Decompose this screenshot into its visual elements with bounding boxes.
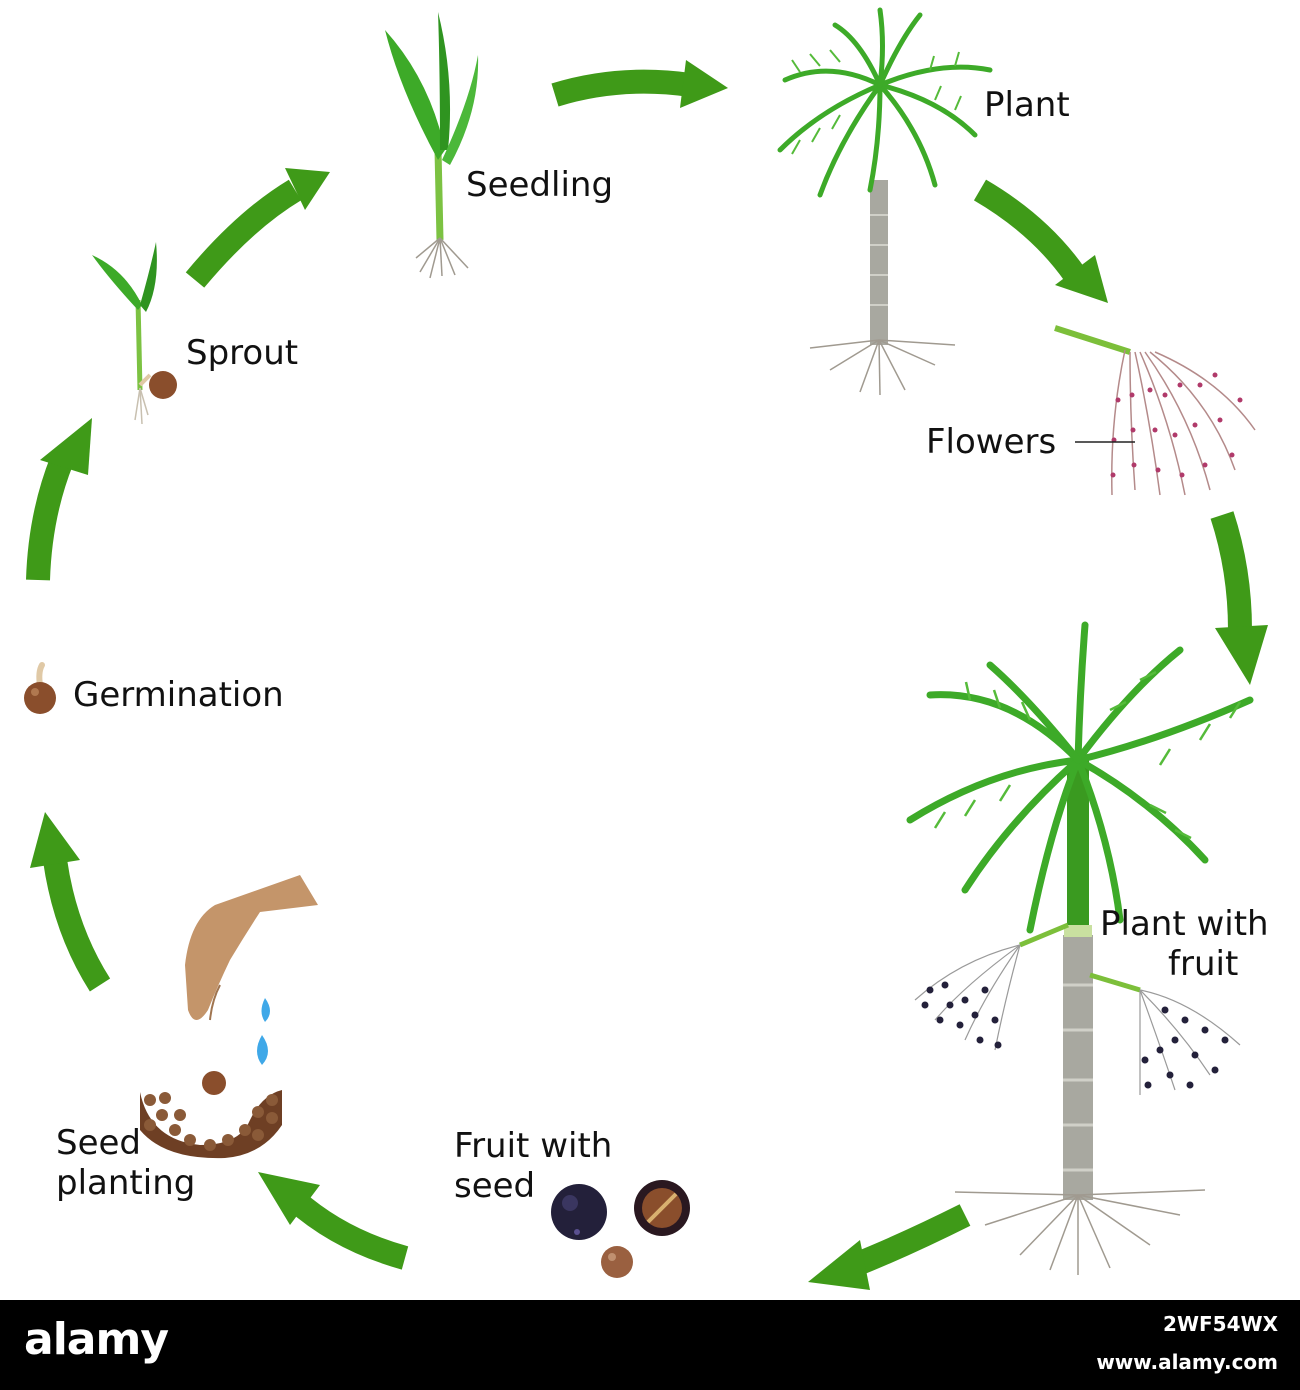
label-flowers: Flowers: [926, 422, 1057, 462]
label-seed-planting: Seed planting: [56, 1123, 195, 1203]
label-seedling: Seedling: [466, 165, 614, 205]
plant-illustration: [777, 7, 993, 396]
sprout-illustration: [92, 242, 177, 425]
life-cycle-diagram: Plant Flowers Plant with fruit Fruit wit…: [24, 7, 1269, 1290]
fruit-with-seed-illustration: [551, 1180, 690, 1278]
label-seed-planting-line2: planting: [56, 1163, 196, 1203]
flowers-illustration: [1054, 325, 1256, 496]
label-fruit-with-seed: Fruit with seed: [454, 1126, 612, 1206]
label-fruit-with-seed-line1: Fruit with: [454, 1126, 613, 1166]
arrow-fruit-to-fruitseed: [808, 1204, 971, 1290]
arrow-flowers-to-fruit: [1210, 511, 1268, 685]
arrow-seedling-to-plant: [551, 60, 728, 108]
footer-url: www.alamy.com: [1096, 1350, 1278, 1374]
brand-logo: alamy: [24, 1314, 169, 1365]
label-germination: Germination: [73, 675, 284, 715]
diagram-canvas: [24, 7, 1268, 1290]
arrow-planting-to-germination: [30, 812, 111, 992]
label-sprout: Sprout: [186, 333, 299, 373]
label-plant-with-fruit-line1: Plant with: [1100, 904, 1269, 944]
plant-with-fruit-illustration: [906, 621, 1254, 1275]
germination-illustration: [24, 662, 56, 714]
arrow-fruitseed-to-planting: [258, 1172, 409, 1270]
seed-planting-illustration: [140, 875, 318, 1159]
label-seed-planting-line1: Seed: [56, 1123, 141, 1163]
arrow-plant-to-flowers: [973, 179, 1108, 303]
label-plant-with-fruit-line2: fruit: [1168, 944, 1239, 984]
footer-bar: alamy 2WF54WX www.alamy.com: [0, 1300, 1300, 1390]
arrow-germination-to-sprout: [26, 418, 92, 581]
arrow-sprout-to-seedling: [185, 168, 330, 288]
image-id: 2WF54WX: [1163, 1312, 1278, 1336]
label-fruit-with-seed-line2: seed: [454, 1166, 536, 1206]
seedling-illustration: [385, 12, 479, 279]
label-plant-with-fruit: Plant with fruit: [1100, 904, 1269, 984]
label-plant: Plant: [984, 85, 1070, 125]
